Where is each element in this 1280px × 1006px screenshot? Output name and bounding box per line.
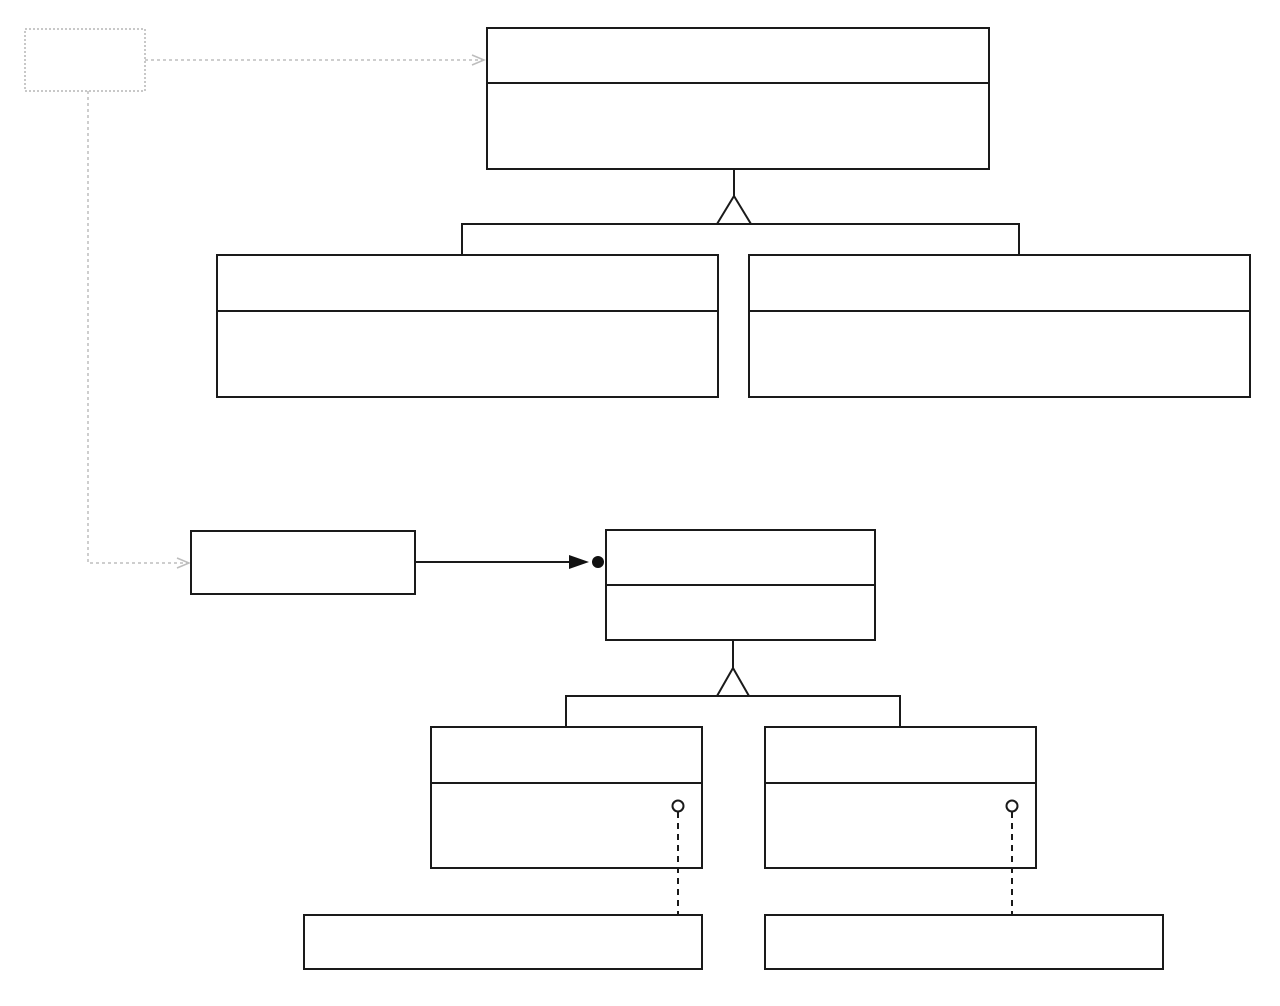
- dependency-arrowhead-middle: [176, 557, 191, 569]
- note-link-left: [671, 799, 685, 914]
- top-abstract-class: [486, 27, 990, 170]
- association-arrow: [415, 555, 604, 569]
- note-anchor-icon: [671, 799, 685, 813]
- inheritance-triangle-icon: [715, 665, 751, 697]
- filled-arrowhead-icon: [569, 555, 589, 569]
- dependency-line-client-to-middle: [87, 91, 189, 564]
- inheritance-triangle-icon: [715, 194, 753, 225]
- note-link-right: [1005, 799, 1019, 914]
- solid-dot-icon: [592, 556, 604, 568]
- dependency-arrowhead-top: [471, 54, 486, 66]
- top-left-subclass: [216, 254, 719, 398]
- note-box-left: [303, 914, 703, 970]
- top-inheritance-connector: [461, 169, 1020, 254]
- client-box: [24, 28, 146, 92]
- bottom-inheritance-connector: [565, 640, 901, 726]
- note-box-right: [764, 914, 1164, 970]
- note-anchor-icon: [1005, 799, 1019, 813]
- bottom-left-subclass: [430, 726, 703, 869]
- top-right-subclass: [748, 254, 1251, 398]
- bottom-abstract-class: [605, 529, 876, 641]
- bottom-right-subclass: [764, 726, 1037, 869]
- middle-class-box: [190, 530, 416, 595]
